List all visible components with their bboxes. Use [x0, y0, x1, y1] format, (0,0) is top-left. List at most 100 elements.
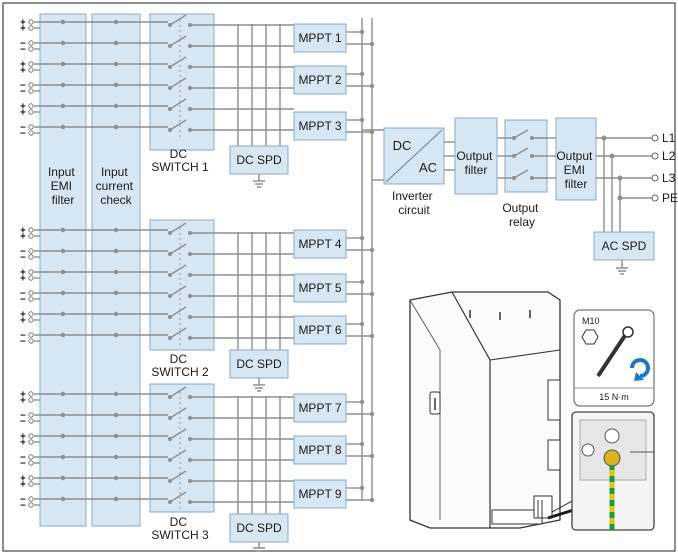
- junction-dot: [113, 496, 119, 502]
- input-terminal: [28, 296, 34, 302]
- input-polarity-sign: +: [20, 274, 26, 285]
- input-polarity-sign: +: [20, 474, 26, 485]
- switch-blade: [169, 491, 187, 503]
- input-polarity-sign: −: [20, 87, 26, 98]
- switch-blade: [169, 327, 187, 339]
- input-polarity-sign: −: [20, 459, 26, 470]
- input-polarity-sign: −: [20, 45, 26, 56]
- junction-dot: [113, 82, 119, 88]
- junction-dot: [113, 332, 119, 338]
- switch-blade: [169, 243, 187, 255]
- mppt-block: [293, 23, 347, 53]
- input-emi-filter-block: [39, 13, 87, 527]
- input-polarity-sign: −: [20, 295, 26, 306]
- input-terminal: [28, 233, 34, 239]
- mppt-label: MPPT 7: [298, 401, 341, 415]
- junction-dot: [60, 227, 66, 233]
- inverter-diagonal: [385, 129, 443, 183]
- switch-blade: [169, 428, 187, 440]
- input-polarity-sign: +: [20, 316, 26, 327]
- input-terminal: [28, 311, 34, 317]
- mppt-label: MPPT 2: [298, 73, 341, 87]
- input-terminal: [28, 67, 34, 73]
- input-terminal: [28, 227, 34, 233]
- junction-dot: [60, 412, 66, 418]
- input-polarity-sign: +: [20, 18, 26, 29]
- input-terminal: [28, 46, 34, 52]
- dc-switch-1-label: DC SWITCH 1: [151, 147, 209, 174]
- input-terminal: [28, 124, 34, 130]
- input-polarity-sign: −: [20, 453, 26, 464]
- hex-nut-icon: [581, 329, 599, 345]
- torque-inset: M10 15 N·m: [573, 309, 655, 407]
- junction-dot: [113, 475, 119, 481]
- dc-switch-3-block: [149, 383, 215, 513]
- input-terminal: [28, 433, 34, 439]
- junction-dot: [60, 311, 66, 317]
- mppt-block: [293, 479, 347, 509]
- junction-dot: [113, 391, 119, 397]
- input-terminal: [28, 130, 34, 136]
- input-polarity-sign: +: [20, 24, 26, 35]
- junction-dot: [60, 19, 66, 25]
- input-terminal: [28, 254, 34, 260]
- input-polarity-sign: −: [20, 81, 26, 92]
- junction-dot: [113, 61, 119, 67]
- input-terminal: [28, 496, 34, 502]
- input-polarity-sign: +: [20, 66, 26, 77]
- input-terminal: [28, 88, 34, 94]
- switch-blade: [169, 470, 187, 482]
- input-polarity-sign: −: [20, 39, 26, 50]
- input-polarity-sign: −: [20, 247, 26, 258]
- input-terminal: [28, 454, 34, 460]
- input-polarity-sign: −: [20, 411, 26, 422]
- input-polarity-sign: +: [20, 226, 26, 237]
- output-l3-label: L3: [662, 171, 676, 185]
- input-polarity-sign: −: [20, 337, 26, 348]
- input-polarity-sign: +: [20, 310, 26, 321]
- input-terminal: [28, 317, 34, 323]
- input-polarity-sign: +: [20, 60, 26, 71]
- ac-side-wiring: [444, 129, 652, 275]
- input-terminal: [28, 40, 34, 46]
- input-terminal: [28, 275, 34, 281]
- ground-symbols-dc: [253, 174, 265, 552]
- mppt-label: MPPT 5: [298, 281, 341, 295]
- input-terminal: [28, 248, 34, 254]
- input-polarity-sign: −: [20, 129, 26, 140]
- input-terminal: [28, 475, 34, 481]
- junction-dot: [113, 412, 119, 418]
- mppt-block: [293, 273, 347, 303]
- switch-blade: [169, 407, 187, 419]
- ac-spd-label: AC SPD: [602, 239, 647, 253]
- input-polarity-sign: −: [20, 289, 26, 300]
- switch-blade: [169, 56, 187, 68]
- mppt-label: MPPT 6: [298, 323, 341, 337]
- input-terminal: [28, 439, 34, 445]
- input-polarity-sign: −: [20, 495, 26, 506]
- input-terminal: [28, 338, 34, 344]
- junction-dot: [60, 290, 66, 296]
- junction-dot: [60, 391, 66, 397]
- input-terminal: [28, 269, 34, 275]
- input-polarity-sign: +: [20, 390, 26, 401]
- input-polarity-sign: +: [20, 232, 26, 243]
- input-polarity-sign: −: [20, 501, 26, 512]
- input-terminal: [28, 103, 34, 109]
- input-terminal: [28, 397, 34, 403]
- junction-dot: [60, 124, 66, 130]
- mppt-label: MPPT 8: [298, 443, 341, 457]
- rotate-arrow-icon: [630, 358, 650, 378]
- inverter-caption: Inverter circuit: [392, 189, 436, 217]
- junction-dot: [60, 248, 66, 254]
- input-polarity-sign: +: [20, 480, 26, 491]
- junction-dot: [113, 19, 119, 25]
- junction-dot: [113, 290, 119, 296]
- output-pe-label: PE: [662, 191, 678, 205]
- mppt-label: MPPT 1: [298, 31, 341, 45]
- output-relay-label: Output relay: [502, 201, 541, 229]
- dc-spd-1-label: DC SPD: [236, 153, 282, 167]
- mppt-block: [293, 65, 347, 95]
- input-polarity-sign: −: [20, 123, 26, 134]
